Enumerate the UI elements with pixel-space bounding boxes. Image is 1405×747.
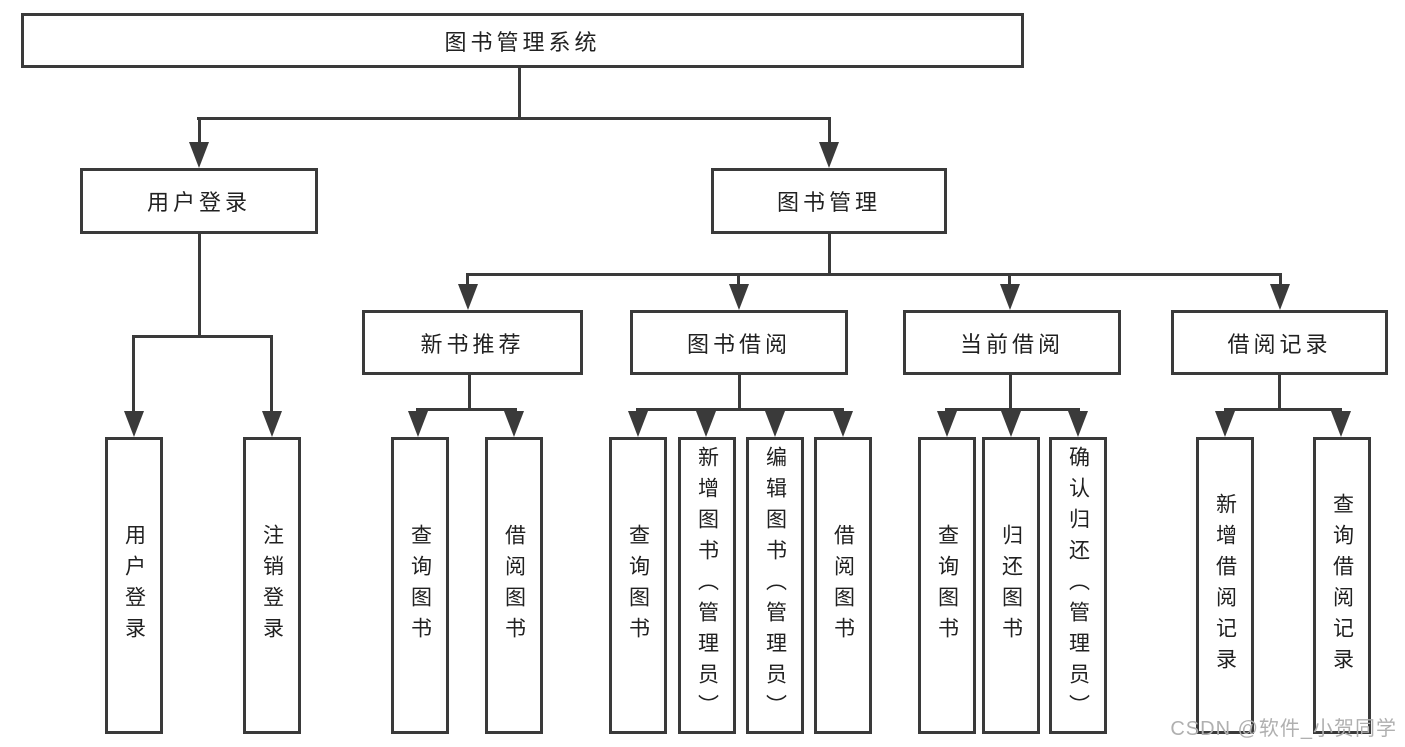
connector-line — [636, 408, 844, 411]
arrowhead — [833, 411, 853, 437]
connector-line — [518, 68, 521, 120]
node-label: 注销登录 — [260, 523, 284, 648]
arrowhead — [696, 411, 716, 437]
leaf-bb-edit-books-admin: 编辑图书（管理员） — [746, 437, 804, 734]
node-label: 查询图书 — [408, 523, 432, 648]
arrowhead — [189, 142, 209, 168]
node-label: 查询图书 — [935, 523, 959, 648]
arrowhead — [819, 142, 839, 168]
arrowhead — [1270, 284, 1290, 310]
node-user-login: 用户登录 — [80, 168, 318, 234]
arrowhead — [1068, 411, 1088, 437]
node-label: 查询借阅记录 — [1330, 492, 1354, 679]
connector-line — [132, 335, 135, 414]
connector-line — [828, 117, 831, 146]
leaf-bb-borrow-books: 借阅图书 — [814, 437, 872, 734]
leaf-nb-borrow-books: 借阅图书 — [485, 437, 543, 734]
leaf-logout: 注销登录 — [243, 437, 301, 734]
node-label: 图书管理 — [776, 190, 881, 215]
connector-line — [1279, 273, 1282, 287]
node-new-book-recommend: 新书推荐 — [362, 310, 583, 375]
connector-line — [1008, 273, 1011, 287]
connector-line — [416, 408, 517, 411]
node-label: 借阅图书 — [502, 523, 526, 648]
node-label: 当前借阅 — [959, 331, 1064, 357]
node-library-system: 图书管理系统 — [21, 13, 1024, 68]
leaf-br-add-record: 新增借阅记录 — [1196, 437, 1254, 734]
node-book-borrowing: 图书借阅 — [630, 310, 848, 375]
leaf-bb-query-books: 查询图书 — [609, 437, 667, 734]
node-book-management: 图书管理 — [711, 168, 947, 234]
leaf-br-query-record: 查询借阅记录 — [1313, 437, 1371, 734]
arrowhead — [765, 411, 785, 437]
arrowhead — [937, 411, 957, 437]
node-label: 借阅图书 — [831, 523, 855, 648]
arrowhead — [124, 411, 144, 437]
connector-line — [1278, 375, 1281, 411]
arrowhead — [408, 411, 428, 437]
connector-line — [828, 234, 831, 276]
connector-line — [270, 335, 273, 414]
watermark: CSDN @软件_小贺同学 — [1170, 718, 1397, 740]
node-label: 新书推荐 — [420, 331, 525, 357]
connector-line — [198, 234, 201, 336]
leaf-cb-query-books: 查询图书 — [918, 437, 976, 734]
arrowhead — [1001, 411, 1021, 437]
node-label: 确认归还（管理员） — [1066, 446, 1090, 725]
arrowhead — [729, 284, 749, 310]
leaf-bb-add-books-admin: 新增图书（管理员） — [678, 437, 736, 734]
node-label: 编辑图书（管理员） — [763, 446, 787, 725]
leaf-cb-confirm-return-admin: 确认归还（管理员） — [1049, 437, 1107, 734]
leaf-nb-query-books: 查询图书 — [391, 437, 449, 734]
connector-line — [198, 117, 201, 146]
connector-line — [197, 117, 831, 120]
arrowhead — [504, 411, 524, 437]
node-label: 图书管理系统 — [444, 29, 601, 55]
connector-line — [1009, 375, 1012, 411]
node-label: 新增借阅记录 — [1213, 492, 1237, 679]
connector-line — [132, 335, 273, 338]
arrowhead — [1215, 411, 1235, 437]
leaf-cb-return-books: 归还图书 — [982, 437, 1040, 734]
leaf-user-login: 用户登录 — [105, 437, 163, 734]
node-label: 新增图书（管理员） — [695, 446, 719, 725]
node-current-borrowing: 当前借阅 — [903, 310, 1121, 375]
connector-line — [738, 375, 741, 411]
node-label: 归还图书 — [999, 523, 1023, 648]
node-label: 查询图书 — [626, 523, 650, 648]
connector-line — [1224, 408, 1342, 411]
node-label: 图书借阅 — [686, 331, 791, 357]
node-label: 用户登录 — [122, 523, 146, 648]
connector-line — [466, 273, 1282, 276]
connector-line — [466, 273, 469, 287]
arrowhead — [1000, 284, 1020, 310]
connector-line — [945, 408, 1080, 411]
node-borrow-records: 借阅记录 — [1171, 310, 1388, 375]
arrowhead — [628, 411, 648, 437]
node-label: 借阅记录 — [1227, 331, 1332, 357]
node-label: 用户登录 — [146, 190, 251, 215]
arrowhead — [1331, 411, 1351, 437]
connector-line — [468, 375, 471, 411]
connector-line — [737, 273, 740, 287]
arrowhead — [458, 284, 478, 310]
arrowhead — [262, 411, 282, 437]
